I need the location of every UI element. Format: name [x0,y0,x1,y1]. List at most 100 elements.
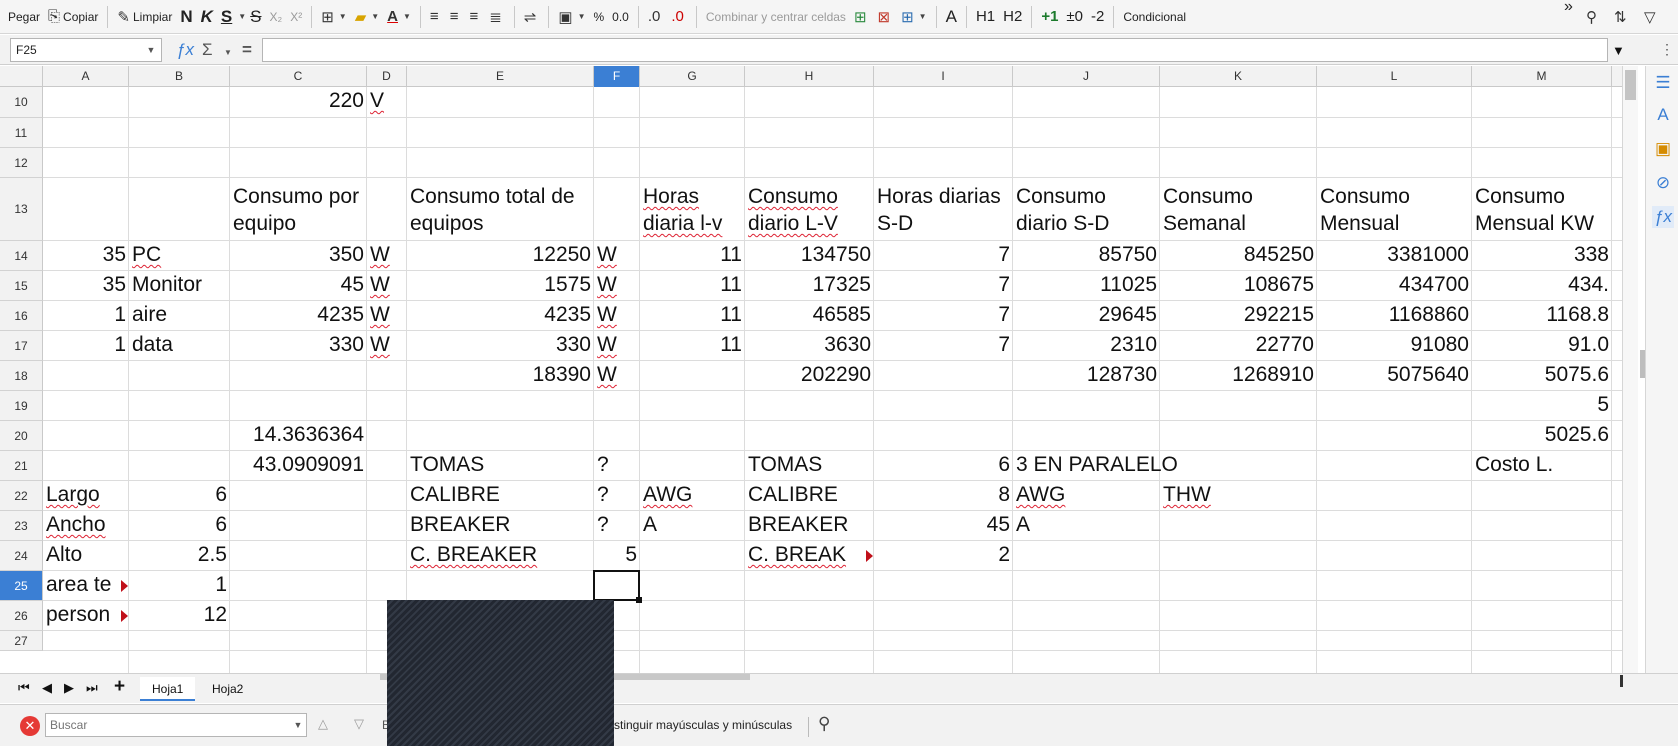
cell-h17[interactable]: 3630 [745,331,874,361]
chevron-down-icon[interactable]: ▼ [238,12,247,21]
cell-g17[interactable]: 11 [640,331,745,361]
row-header-20[interactable]: 20 [0,421,43,451]
cell-m15[interactable]: 434. [1472,271,1612,301]
next-sheet-icon[interactable]: ▶ [64,680,74,695]
cell-e23[interactable]: BREAKER [407,511,513,541]
cell-h15[interactable]: 17325 [745,271,874,301]
cell-d14[interactable]: W [367,241,393,271]
cell-d10[interactable]: V [367,87,387,118]
decimal-button[interactable]: 0.0 [612,9,629,24]
tab-hoja1[interactable]: Hoja1 [140,677,196,701]
cell-b22[interactable]: 6 [129,481,230,511]
cell-h21[interactable]: TOMAS [745,451,825,481]
cell-j22[interactable]: AWG [1013,481,1068,511]
cell-e14[interactable]: 12250 [407,241,594,271]
borders-button[interactable]: ⊞▼ [317,4,351,30]
row-header-25[interactable]: 25 [0,571,43,601]
merge-center-button[interactable]: Combinar y centrar celdas [705,9,846,24]
cell-c21[interactable]: 43.0909091 [230,451,367,481]
copy-button[interactable]: ⎘Copiar [44,4,102,30]
scroll-thumb[interactable] [1625,70,1636,100]
row-header-17[interactable]: 17 [0,331,43,361]
cell-b15[interactable]: Monitor [129,271,205,301]
cell-g23[interactable]: A [640,511,660,541]
gallery-icon[interactable]: ▣ [1654,139,1672,158]
cell-e21[interactable]: TOMAS [407,451,487,481]
column-header-f[interactable]: F [594,66,640,87]
cell-b24[interactable]: 2.5 [129,541,230,571]
cell-m20[interactable]: 5025.6 [1472,421,1612,451]
prev-sheet-icon[interactable]: ◀ [42,680,52,695]
row-header-23[interactable]: 23 [0,511,43,541]
cell-b17[interactable]: data [129,331,176,361]
heading1-button[interactable]: H1 [975,8,996,25]
column-header-i[interactable]: I [874,66,1013,87]
cell-l14[interactable]: 3381000 [1317,241,1472,271]
navigator-icon[interactable]: ⊘ [1655,173,1671,192]
cell-h14[interactable]: 134750 [745,241,874,271]
column-header-b[interactable]: B [129,66,230,87]
column-header-l[interactable]: L [1317,66,1472,87]
function-wizard-icon[interactable]: ƒx [176,40,194,59]
properties-icon[interactable]: ☰ [1655,73,1671,92]
cell-e24[interactable]: C. BREAKER [407,541,540,571]
sum-button[interactable]: Σ [202,40,213,59]
cell-f18[interactable]: W [594,361,620,391]
cell-g22[interactable]: AWG [640,481,695,511]
cell-l13[interactable]: Consumo Mensual [1317,178,1472,241]
row-header-16[interactable]: 16 [0,301,43,331]
cell-a15[interactable]: 35 [43,271,129,301]
cell-j23[interactable]: A [1013,511,1033,541]
cell-i23[interactable]: 45 [874,511,1013,541]
row-header-26[interactable]: 26 [0,601,43,631]
cell-f23[interactable]: ? [594,511,612,541]
cell-i22[interactable]: 8 [874,481,1013,511]
cell-m19[interactable]: 5 [1472,391,1612,421]
cell-i24[interactable]: 2 [874,541,1013,571]
find-replace-button[interactable]: ⚲ [1582,4,1604,30]
cell-a16[interactable]: 1 [43,301,129,331]
sort-button[interactable]: ⇅ [1610,4,1634,30]
cell-h13[interactable]: Consumo diario L-V [745,178,874,241]
column-header-k[interactable]: K [1160,66,1317,87]
cell-a23[interactable]: Ancho [43,511,109,541]
sidebar-collapse-handle[interactable] [1640,350,1646,378]
cell-d16[interactable]: W [367,301,393,331]
cell-cursor[interactable] [593,570,642,603]
column-header-d[interactable]: D [367,66,407,87]
cell-h16[interactable]: 46585 [745,301,874,331]
clear-format-button[interactable]: ✎Limpiar [113,4,176,30]
cell-i21[interactable]: 6 [874,451,1013,481]
chevron-down-icon[interactable]: ▼ [146,45,156,55]
column-header-m[interactable]: M [1472,66,1612,87]
row-header-24[interactable]: 24 [0,541,43,571]
name-box[interactable]: F25 ▼ [10,38,162,62]
functions-icon[interactable]: ƒx [1652,206,1674,228]
remove-decimal-button[interactable]: .0 [667,4,691,30]
cell-e13[interactable]: Consumo total de equipos [407,178,594,241]
add-sheet-icon[interactable]: + [114,676,126,697]
cell-l16[interactable]: 1168860 [1317,301,1472,331]
find-all-button[interactable]: B [382,718,391,732]
cell-c17[interactable]: 330 [230,331,367,361]
cell-f24[interactable]: 5 [594,541,640,571]
align-right-button[interactable]: ≡ [465,4,485,30]
cell-b23[interactable]: 6 [129,511,230,541]
cell-k15[interactable]: 108675 [1160,271,1317,301]
row-header-18[interactable]: 18 [0,361,43,391]
close-icon[interactable]: ✕ [20,716,40,736]
row-header-10[interactable]: 10 [0,87,43,118]
italic-button[interactable]: K [200,6,213,26]
align-left-button[interactable]: ≡ [426,4,446,30]
cell-l18[interactable]: 5075640 [1317,361,1472,391]
cell-m13[interactable]: Consumo Mensual KW [1472,178,1612,241]
cell-e22[interactable]: CALIBRE [407,481,503,511]
cell-k14[interactable]: 845250 [1160,241,1317,271]
number-format-button[interactable]: ▣▼ [554,4,589,30]
add-decimal-button[interactable]: .0 [644,4,668,30]
cell-k13[interactable]: Consumo Semanal [1160,178,1317,241]
heading2-button[interactable]: H2 [1003,8,1023,25]
cell-c16[interactable]: 4235 [230,301,367,331]
cell-g15[interactable]: 11 [640,271,745,301]
align-center-button[interactable]: ≡ [446,4,466,30]
